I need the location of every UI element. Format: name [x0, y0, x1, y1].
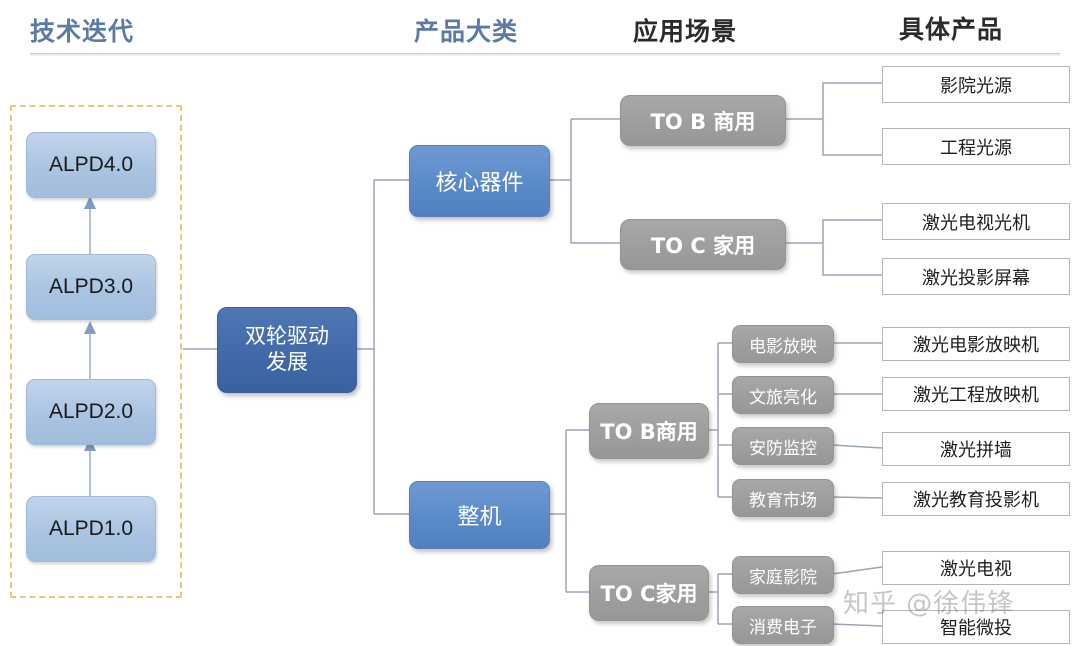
product-box-2[interactable]: 工程光源 — [882, 128, 1070, 165]
product-box-6[interactable]: 激光工程放映机 — [882, 377, 1070, 411]
product-box-3[interactable]: 激光电视光机 — [882, 203, 1070, 240]
product-box-1[interactable]: 影院光源 — [882, 66, 1070, 103]
product-box-9[interactable]: 激光电视 — [882, 551, 1070, 585]
alpd-box-3[interactable]: ALPD2.0 — [26, 379, 156, 445]
alpd-box-4[interactable]: ALPD1.0 — [26, 496, 156, 562]
hub-box[interactable]: 双轮驱动发展 — [217, 307, 357, 393]
sub-scenario-box-6[interactable]: 消费电子 — [732, 606, 834, 644]
hub-label-line2: 发展 — [266, 350, 308, 374]
product-box-8[interactable]: 激光教育投影机 — [882, 482, 1070, 516]
scenario-top-box-2[interactable]: TO C 家用 — [620, 219, 786, 270]
scenario-bottom-box-1[interactable]: TO B商用 — [589, 403, 709, 459]
sub-scenario-box-1[interactable]: 电影放映 — [732, 325, 834, 363]
category-box-1[interactable]: 核心器件 — [409, 145, 550, 217]
watermark: 知乎 @徐伟锋 — [843, 589, 1015, 619]
scenario-bottom-box-2[interactable]: TO C家用 — [589, 565, 709, 621]
scenario-top-box-1[interactable]: TO B 商用 — [620, 95, 786, 146]
column-header-3: 应用场景 — [633, 17, 738, 46]
category-box-2[interactable]: 整机 — [409, 481, 550, 549]
tech-iteration-group-frame — [10, 105, 182, 598]
sub-scenario-box-3[interactable]: 安防监控 — [732, 427, 834, 465]
sub-scenario-box-5[interactable]: 家庭影院 — [732, 556, 834, 594]
alpd-box-1[interactable]: ALPD4.0 — [26, 132, 156, 198]
product-box-5[interactable]: 激光电影放映机 — [882, 327, 1070, 361]
hub-label: 双轮驱动发展 — [245, 324, 329, 375]
sub-scenario-box-2[interactable]: 文旅亮化 — [732, 376, 834, 414]
sub-scenario-box-4[interactable]: 教育市场 — [732, 479, 834, 517]
column-header-2: 产品大类 — [414, 17, 519, 46]
product-box-4[interactable]: 激光投影屏幕 — [882, 258, 1070, 295]
hub-label-line1: 双轮驱动 — [245, 324, 329, 349]
product-box-10[interactable]: 智能微投 — [882, 610, 1070, 644]
header-divider-rule — [30, 53, 1060, 56]
product-box-7[interactable]: 激光拼墙 — [882, 432, 1070, 466]
column-header-1: 技术迭代 — [30, 17, 135, 46]
alpd-box-2[interactable]: ALPD3.0 — [26, 254, 156, 320]
column-header-4: 具体产品 — [899, 15, 1004, 44]
